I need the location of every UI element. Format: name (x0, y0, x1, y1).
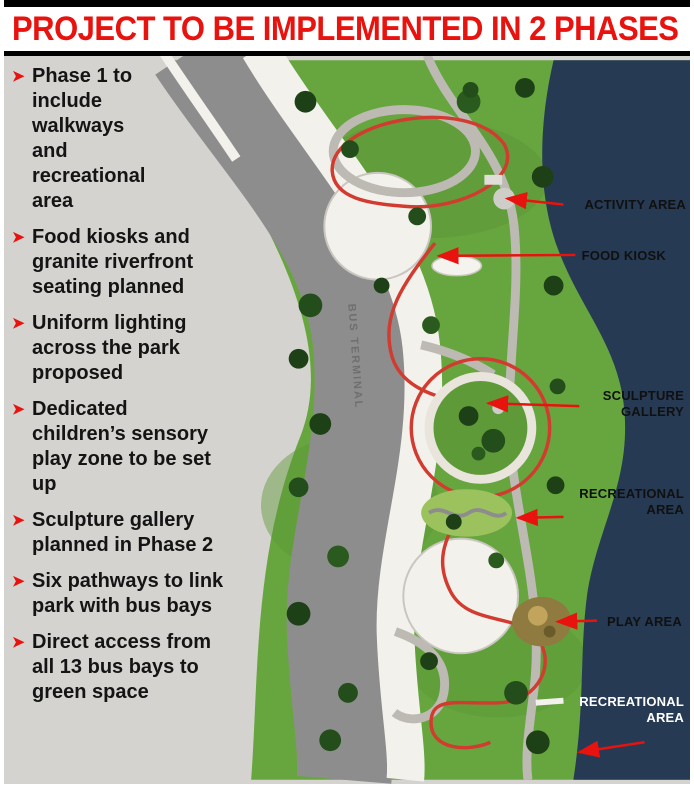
headline: PROJECT TO BE IMPLEMENTED IN 2 PHASES (12, 8, 679, 49)
arrow-icon-food-kiosk (436, 247, 576, 265)
bullet-item: ➤ Dedicated children’s sensory play zone… (12, 397, 224, 497)
arrow-icon-recreational-area (515, 508, 564, 527)
play-area-feature (512, 596, 572, 647)
arrow-bullet-icon: ➤ (12, 634, 25, 651)
bullet-item: ➤ Direct access from all 13 bus bays to … (12, 630, 224, 705)
arrow-icon-sculpture-gallery (485, 395, 580, 413)
park-map: BUS TERMINAL (4, 56, 690, 784)
bullet-item: ➤ Six pathways to link park with bus bay… (12, 569, 224, 619)
map-label-sculpture-gallery: SCULPTURE GALLERY (602, 388, 684, 420)
map-label-play-area: PLAY AREA (606, 614, 682, 629)
map-label-recreational-area-2: RECREATIONAL AREA (579, 694, 684, 726)
arrow-bullet-icon: ➤ (12, 512, 25, 529)
bullet-item: ➤ Sculpture gallery planned in Phase 2 (12, 508, 224, 558)
top-border (4, 0, 690, 7)
food-kiosk-feature (431, 255, 483, 277)
bullet-text: Six pathways to link park with bus bays (32, 570, 224, 617)
bullet-text: Direct access from all 13 bus bays to gr… (32, 631, 211, 703)
arrow-bullet-icon: ➤ (12, 573, 25, 590)
map-label-activity-area: ACTIVITY AREA (584, 197, 686, 212)
white-path-swatch (535, 697, 564, 706)
bullet-item: ➤ Food kiosks and granite riverfront sea… (12, 225, 224, 300)
recreational-area-feature (421, 489, 513, 537)
plaza-circle-lower (402, 537, 519, 655)
bullet-item: ➤ Phase 1 to include walkways and recrea… (12, 64, 164, 214)
arrow-icon-activity-area (504, 192, 564, 210)
bullet-text: Uniform lighting across the park propose… (32, 312, 187, 384)
content: BUS TERMINAL ➤ Phase 1 to include walkwa… (4, 56, 690, 800)
river-water (542, 60, 690, 780)
annotation-arrows (436, 192, 645, 758)
map-label-food-kiosk: FOOD KIOSK (581, 248, 666, 263)
trees (286, 77, 566, 755)
arrow-bullet-icon: ➤ (12, 401, 25, 418)
bullet-item: ➤ Uniform lighting across the park propo… (12, 311, 224, 386)
arrow-bullet-icon: ➤ (12, 68, 25, 85)
sculpture-gallery-feature (424, 372, 537, 484)
bullet-list: ➤ Phase 1 to include walkways and recrea… (4, 56, 242, 716)
arrow-bullet-icon: ➤ (12, 229, 25, 246)
bullet-text: Sculpture gallery planned in Phase 2 (32, 509, 214, 556)
map-label-recreational-area: RECREATIONAL AREA (579, 486, 684, 518)
bullet-text: Dedicated children’s sensory play zone t… (32, 398, 211, 495)
bullet-text: Phase 1 to include walkways and recreati… (32, 65, 146, 212)
road-edge (160, 56, 241, 162)
header: PROJECT TO BE IMPLEMENTED IN 2 PHASES (4, 7, 690, 56)
arrow-icon-recreational-area-2 (576, 740, 645, 758)
arrow-bullet-icon: ➤ (12, 315, 25, 332)
bullet-text: Food kiosks and granite riverfront seati… (32, 226, 194, 298)
arrow-icon-play-area (555, 612, 598, 630)
bottom-margin (4, 784, 690, 800)
